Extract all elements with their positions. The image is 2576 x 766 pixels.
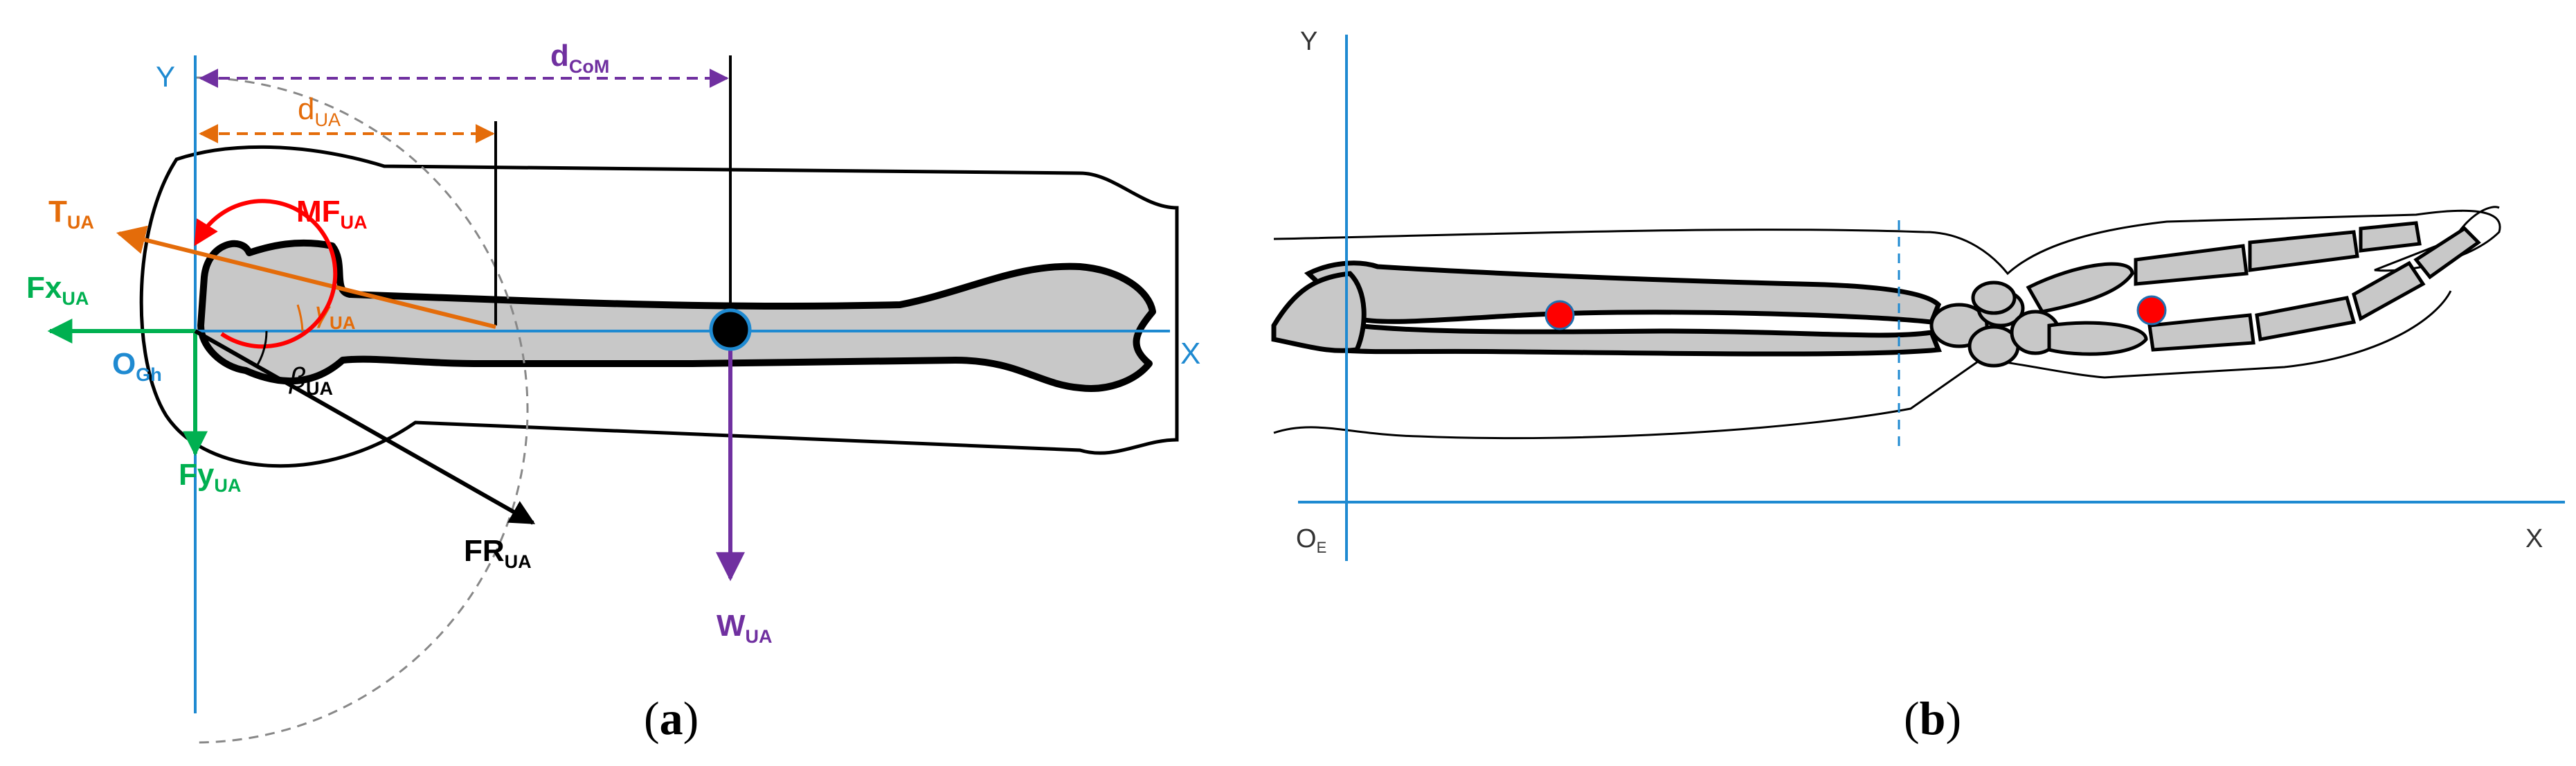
caption-a: (a) (644, 692, 699, 745)
beta-arc (255, 330, 268, 368)
beta-label: βUA (288, 362, 333, 399)
humerus-bone (197, 239, 1156, 392)
range-arc (195, 76, 529, 744)
reaction-label: FRUA (464, 534, 532, 572)
tension-label: TUA (48, 195, 94, 233)
caption-b: (b) (1904, 692, 1961, 745)
wrist-bones (1929, 280, 2061, 368)
panel-a: Y X dCoM dUA TUA γUA MFUA FxUA FyUA OGh … (26, 39, 1200, 745)
hand-com-marker (2136, 295, 2167, 326)
reaction-arrow (194, 329, 536, 525)
axis-x-label-b: X (2525, 524, 2543, 553)
weight-label: WUA (717, 609, 773, 647)
hand-bones (2026, 221, 2481, 356)
axis-x-label-a: X (1180, 337, 1200, 371)
origin-label-b: OE (1296, 524, 1326, 556)
moment-label: MFUA (296, 195, 368, 233)
panel-b: Y X OE (b) (1271, 27, 2565, 745)
fx-label: FxUA (26, 271, 89, 309)
d-com-label: dCoM (550, 39, 609, 77)
fy-label: FyUA (179, 458, 241, 496)
com-marker (709, 308, 752, 351)
moment-arc (194, 199, 338, 349)
forearm-com-marker (1544, 300, 1575, 330)
d-ua-label: dUA (298, 92, 341, 130)
gamma-arc (296, 304, 304, 332)
origin-label-a: OGh (112, 347, 162, 385)
tension-arrow (116, 225, 496, 329)
forearm-bone-upper (1304, 260, 1942, 325)
elbow-bone (1271, 271, 1367, 353)
axis-y-label-b: Y (1300, 27, 1317, 56)
axis-y-label-a: Y (156, 60, 175, 93)
forearm-bone-lower (1331, 323, 1942, 357)
